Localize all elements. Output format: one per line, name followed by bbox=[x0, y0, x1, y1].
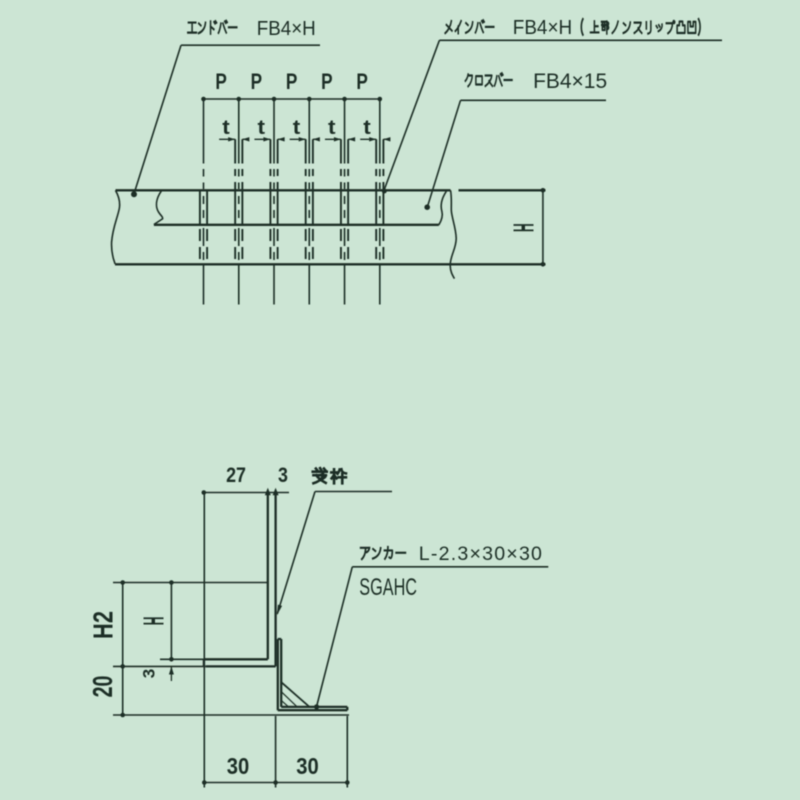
svg-text:27: 27 bbox=[226, 464, 246, 488]
svg-text:t: t bbox=[257, 116, 265, 139]
svg-text:t: t bbox=[363, 116, 371, 139]
svg-text:20: 20 bbox=[88, 676, 119, 698]
svg-text:FB4×15: FB4×15 bbox=[533, 70, 607, 93]
svg-text:H2: H2 bbox=[88, 611, 119, 639]
svg-text:t: t bbox=[328, 116, 336, 139]
svg-text:t: t bbox=[293, 116, 301, 139]
svg-text:P: P bbox=[251, 70, 262, 95]
svg-text:H: H bbox=[138, 617, 171, 626]
svg-text:FB4×H: FB4×H bbox=[513, 16, 572, 39]
svg-text:SGAHC: SGAHC bbox=[359, 574, 417, 601]
svg-text:P: P bbox=[321, 70, 332, 95]
svg-text:P: P bbox=[356, 70, 367, 95]
svg-text:3: 3 bbox=[278, 464, 288, 488]
svg-text:H: H bbox=[507, 223, 540, 232]
svg-text:P: P bbox=[215, 70, 226, 95]
svg-text:FB4×H: FB4×H bbox=[257, 17, 316, 40]
svg-text:3: 3 bbox=[139, 669, 158, 678]
svg-text:30: 30 bbox=[296, 753, 318, 780]
svg-text:t: t bbox=[222, 116, 230, 139]
svg-text:P: P bbox=[286, 70, 297, 95]
svg-text:L-2.3×30×30: L-2.3×30×30 bbox=[419, 543, 543, 565]
svg-text:30: 30 bbox=[227, 753, 249, 780]
